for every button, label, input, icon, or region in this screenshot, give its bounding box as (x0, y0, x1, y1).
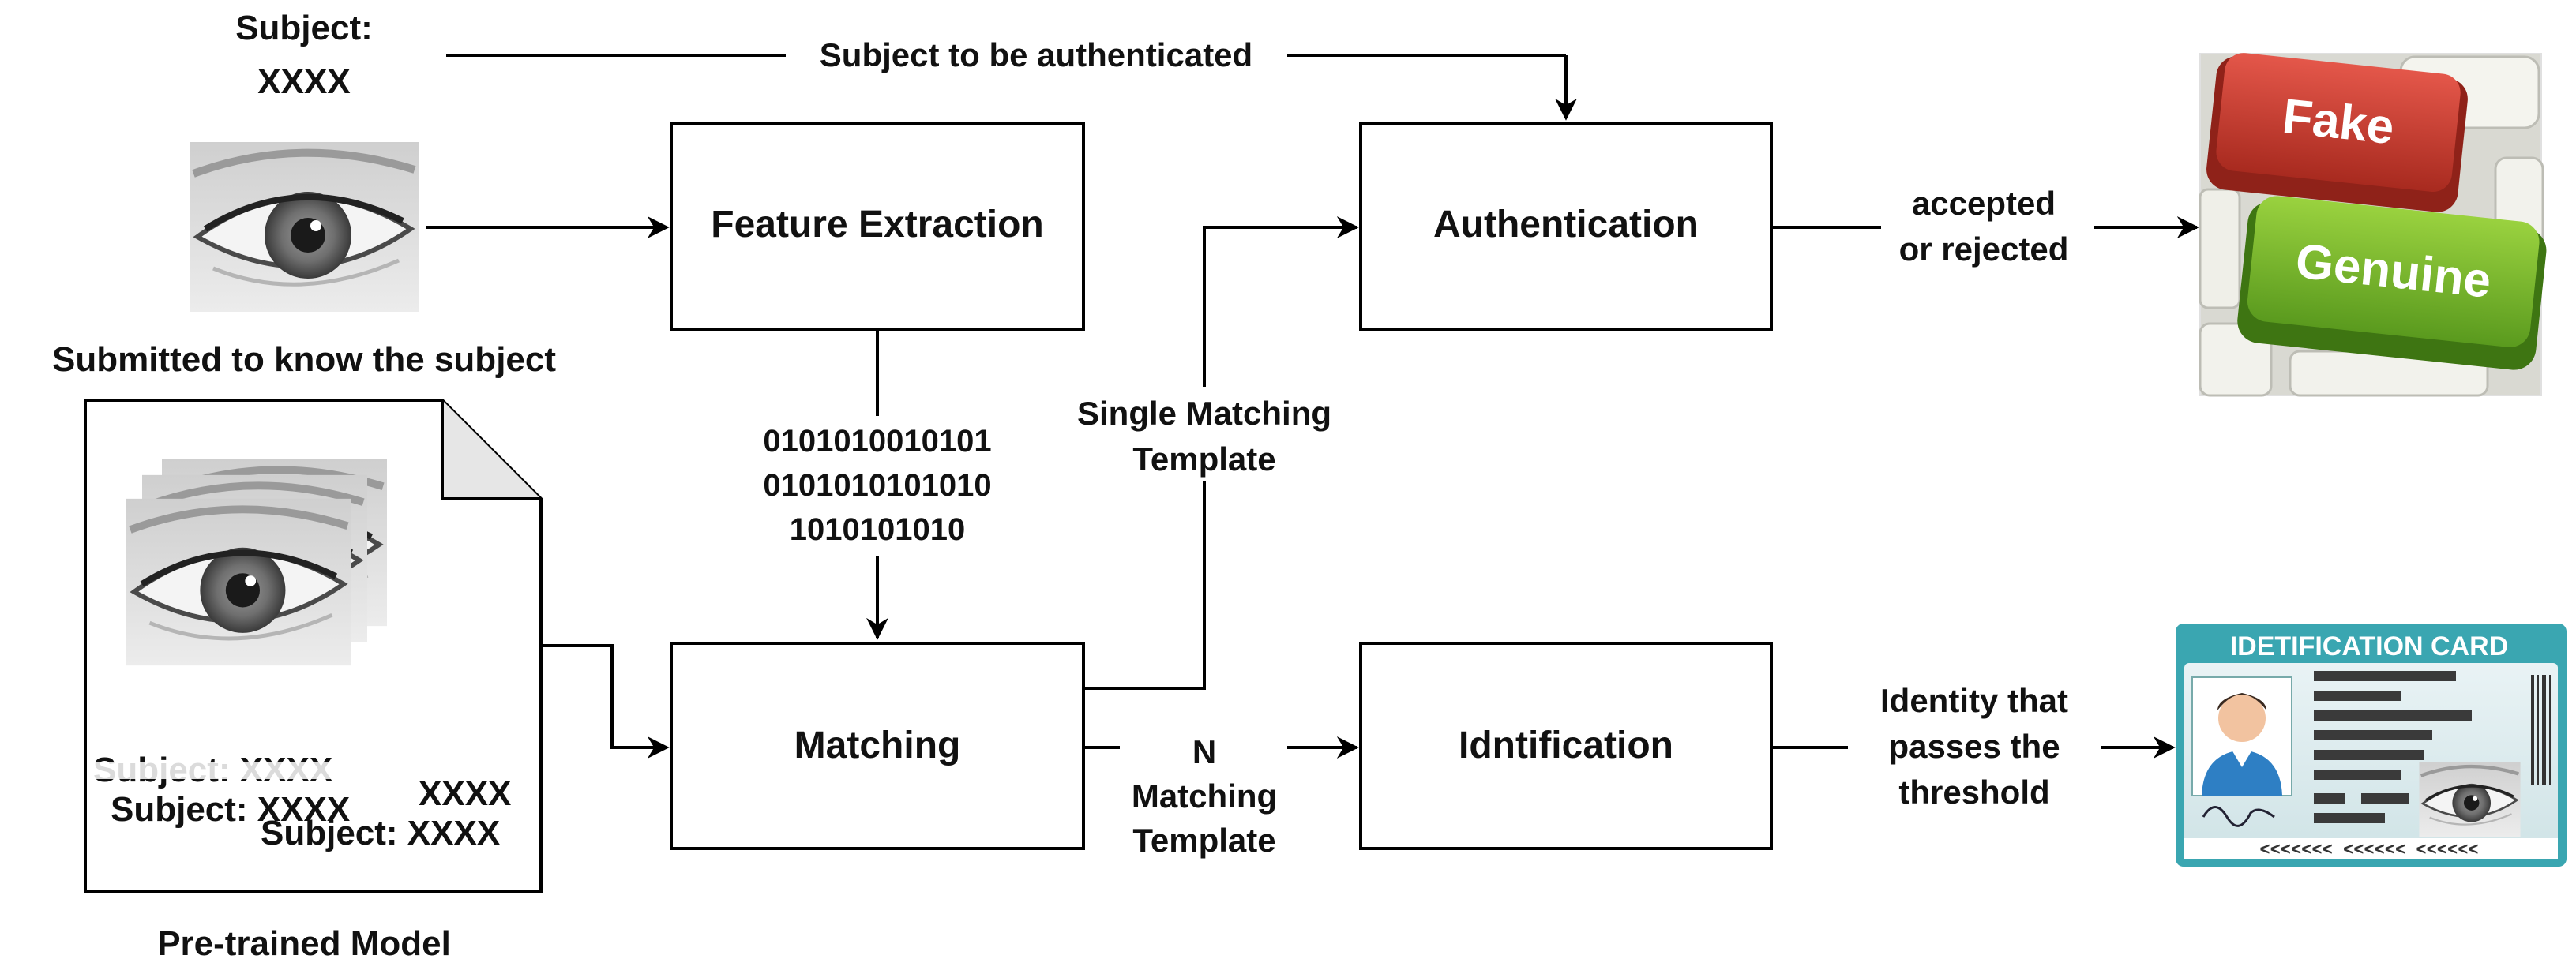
matching-box (670, 642, 1085, 850)
identification-card-image: IDETIFICATION CARD (2176, 624, 2567, 867)
single-template-line1: Single Matching (1077, 395, 1331, 432)
subject-label: Subject: (235, 9, 373, 47)
rejected-label: or rejected (1899, 230, 2069, 268)
authentication-label: Authentication (1433, 204, 1699, 245)
binary-code-line3: 1010101010 (790, 512, 965, 547)
n-template-line2: Matching (1132, 777, 1277, 815)
binary-code-line1: 0101010010101 (763, 424, 991, 459)
feature-extraction-box (670, 122, 1085, 331)
model-to-matching-arrow (541, 644, 670, 759)
single-template-line2: Template (1132, 440, 1275, 478)
fake-key-label: Fake (2280, 89, 2397, 155)
model-subject-b: XXXX (419, 774, 511, 813)
binary-code-line2: 0101010101010 (763, 468, 991, 503)
n-template-line3: Template (1132, 822, 1275, 859)
identification-label: Idntification (1459, 725, 1673, 766)
feature-extraction-label: Feature Extraction (711, 204, 1043, 245)
pre-trained-model-caption: Pre-trained Model (157, 924, 451, 963)
model-subject-d: Subject: XXXX (261, 814, 500, 852)
model-subject-c: Subject: XXXX (111, 790, 350, 829)
identity-line2: passes the (1888, 728, 2060, 765)
accepted-label: accepted (1912, 185, 2056, 222)
subject-to-authenticate-label: Subject to be authenticated (820, 36, 1252, 73)
identification-box (1359, 642, 1773, 850)
n-template-line1: N (1192, 733, 1216, 770)
submitted-caption: Submitted to know the subject (52, 340, 556, 379)
id-card-title: IDETIFICATION CARD (2230, 631, 2509, 661)
id-card-mrz: <<<<<<< <<<<<< <<<<<< (2259, 841, 2478, 860)
input-eye-image (190, 142, 419, 312)
fake-genuine-keyboard-image: Fake Genuine (2199, 53, 2547, 397)
identity-line1: Identity that (1880, 682, 2068, 719)
subject-to-authentication-edge (446, 54, 1577, 121)
subject-id: XXXX (257, 62, 350, 101)
identity-line3: threshold (1898, 774, 2049, 811)
matching-label: Matching (794, 725, 961, 766)
